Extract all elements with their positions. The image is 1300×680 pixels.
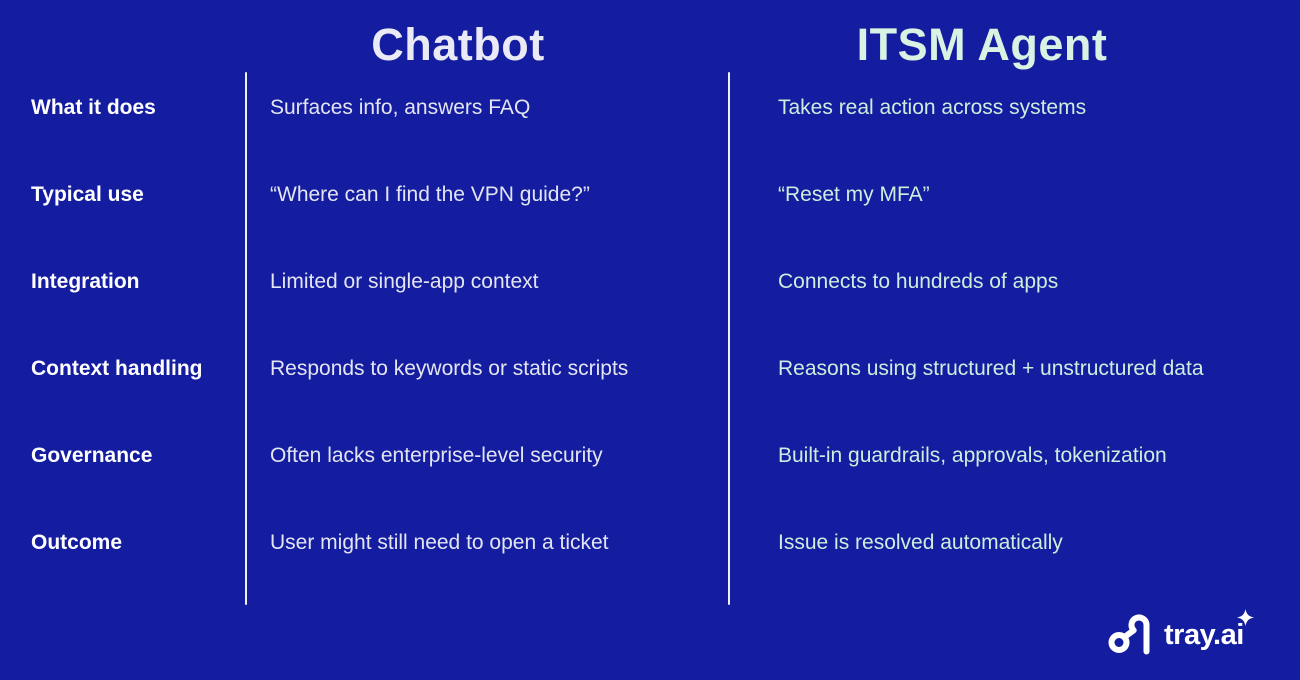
chatbot-cell: Surfaces info, answers FAQ — [270, 96, 531, 119]
tray-ai-wordmark: tray.ai — [1164, 619, 1244, 651]
itsm-cell: Issue is resolved automatically — [778, 531, 1063, 554]
itsm-column-header: ITSM Agent — [856, 19, 1108, 70]
sparkle-icon — [1236, 609, 1254, 626]
row-label: Outcome — [31, 531, 123, 554]
chatbot-cell: Often lacks enterprise-level security — [270, 444, 603, 467]
tray-loop-icon — [1108, 614, 1150, 655]
itsm-cell: Connects to hundreds of apps — [778, 270, 1059, 293]
row-label: Governance — [31, 444, 153, 467]
column-divider-right — [728, 72, 730, 605]
chatbot-cell: Limited or single-app context — [270, 270, 539, 293]
row-label: Typical use — [31, 183, 144, 206]
row-label: Context handling — [31, 357, 203, 380]
column-divider-left — [245, 72, 247, 605]
chatbot-column-header: Chatbot — [371, 19, 545, 70]
row-label: Integration — [31, 270, 140, 293]
itsm-cell: “Reset my MFA” — [778, 183, 930, 206]
chatbot-cell: User might still need to open a ticket — [270, 531, 609, 554]
itsm-cell: Reasons using structured + unstructured … — [778, 357, 1204, 380]
itsm-cell: Takes real action across systems — [778, 96, 1087, 119]
chatbot-cell: Responds to keywords or static scripts — [270, 357, 629, 380]
itsm-cell: Built-in guardrails, approvals, tokeniza… — [778, 444, 1167, 467]
row-label: What it does — [31, 96, 156, 119]
chatbot-cell: “Where can I find the VPN guide?” — [270, 183, 590, 206]
tray-ai-logo: tray.ai — [1108, 609, 1256, 656]
